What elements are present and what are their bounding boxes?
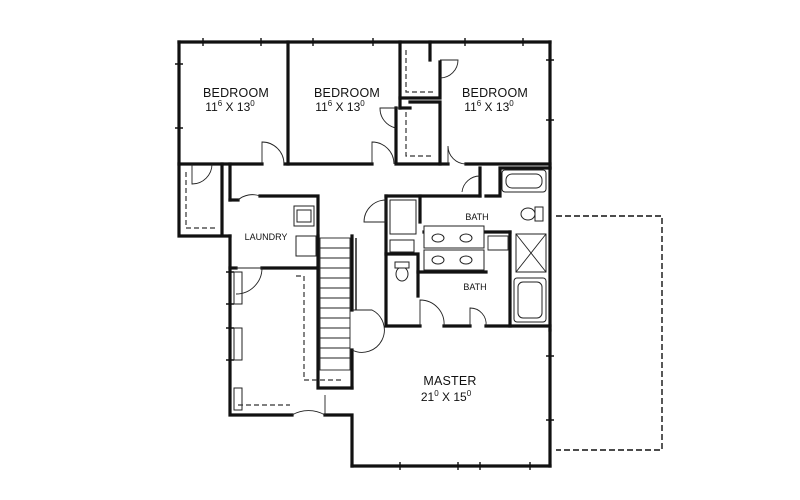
bedroom-3-label: BEDROOM 116 X 130 — [462, 86, 528, 114]
master-label: MASTER 210 X 150 — [421, 374, 477, 404]
stairs — [319, 237, 357, 371]
interior-walls — [177, 40, 552, 390]
master-dimensions: 210 X 150 — [421, 389, 472, 404]
bedroom-3-dimensions: 116 X 130 — [464, 99, 514, 114]
bath-fixtures — [389, 169, 547, 323]
bedroom-2-name: BEDROOM — [314, 86, 380, 100]
exterior-walls — [177, 40, 552, 468]
bedroom-1-name: BEDROOM — [203, 86, 269, 100]
closet-shelves — [185, 50, 434, 406]
bath-1-label: BATH — [465, 212, 488, 222]
windows — [175, 38, 554, 470]
bedroom-1-label: BEDROOM 116 X 130 — [203, 86, 269, 114]
deck-outline — [556, 215, 663, 451]
bedroom-3-name: BEDROOM — [462, 86, 528, 100]
laundry-label: LAUNDRY — [245, 232, 288, 242]
bedroom-2-label: BEDROOM 116 X 130 — [314, 86, 380, 114]
master-name: MASTER — [423, 374, 476, 388]
bedroom-2-dimensions: 116 X 130 — [315, 99, 365, 114]
doors — [191, 59, 487, 416]
laundry-fixtures — [293, 205, 317, 257]
bath-2-label: BATH — [463, 282, 486, 292]
bedroom-1-dimensions: 116 X 130 — [205, 99, 255, 114]
